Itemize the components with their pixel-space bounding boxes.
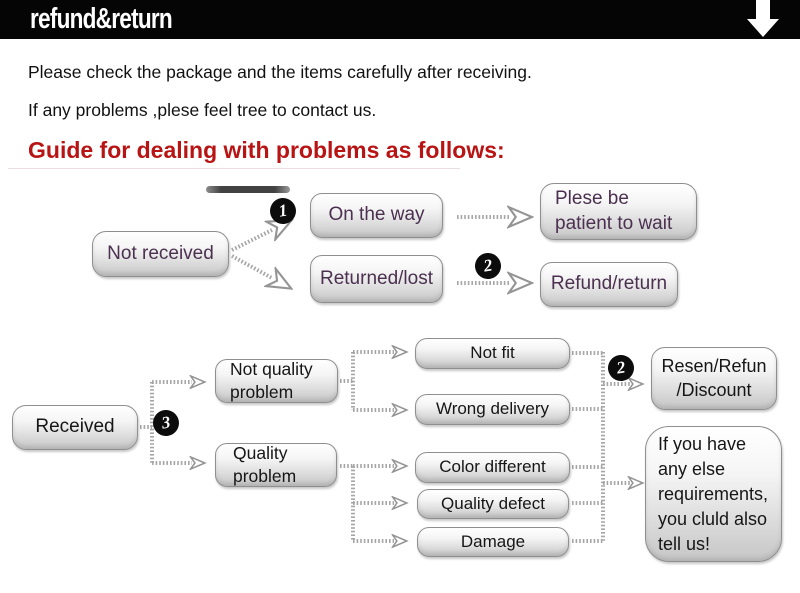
- guide-heading: Guide for dealing with problems as follo…: [28, 137, 505, 163]
- node-not-received: Not received: [92, 231, 229, 277]
- node-not-quality-problem: Not quality problem: [215, 359, 338, 403]
- node-more-requirements: If you have any else requirements, you c…: [645, 426, 782, 562]
- node-received: Received: [12, 405, 138, 450]
- node-quality-defect: Quality defect: [417, 489, 569, 519]
- header-bar: refund&return: [0, 0, 800, 39]
- node-not-fit: Not fit: [415, 338, 570, 369]
- node-wrong-delivery: Wrong delivery: [415, 394, 570, 425]
- down-arrow-icon: [747, 0, 779, 37]
- divider-line: [8, 168, 460, 169]
- page-title: refund&return: [30, 3, 173, 35]
- node-resend-refund-discount: Resen/Refun /Discount: [651, 347, 777, 410]
- intro-line-1: Please check the package and the items c…: [28, 62, 532, 82]
- node-returned-lost: Returned/lost: [310, 255, 443, 303]
- node-on-the-way: On the way: [310, 193, 443, 238]
- node-quality-problem: Quality problem: [215, 443, 337, 487]
- intro-line-2: If any problems ,plese feel tree to cont…: [28, 100, 377, 120]
- node-refund-return: Refund/return: [540, 262, 678, 307]
- node-please-wait: Plese be patient to wait: [540, 183, 697, 240]
- node-damage: Damage: [417, 527, 569, 557]
- node-color-different: Color different: [415, 452, 570, 483]
- artifact-bar: [206, 186, 290, 193]
